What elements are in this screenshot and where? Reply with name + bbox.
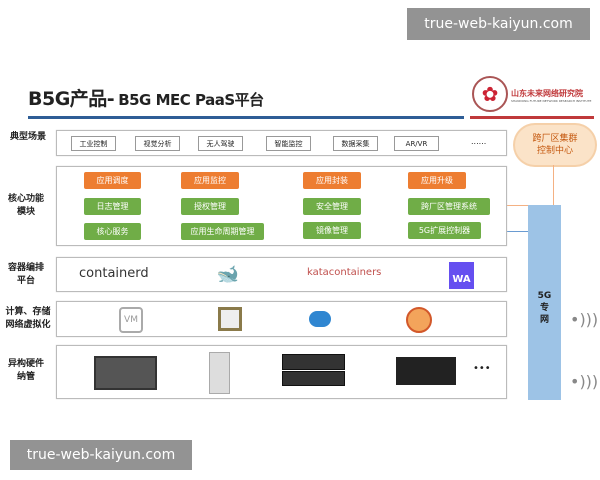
connector-line	[553, 165, 554, 206]
appliance-icon	[396, 357, 456, 385]
org-name: 山东未来网络研究院	[511, 89, 583, 98]
row-label-core: 核心功能模块	[7, 194, 44, 217]
core-modules-row: 应用调度 应用监控 应用封装 应用升级 日志管理 授权管理 安全管理 跨厂区管理…	[56, 166, 507, 246]
hardware-row: •••	[56, 345, 507, 399]
scenario-tag: 智能监控	[266, 136, 311, 151]
module-button: 应用升级	[408, 172, 466, 189]
title-main: B5G产品-	[28, 88, 115, 110]
scenarios-row: 工业控制 视觉分析 无人驾驶 智能监控 数据采集 AR/VR ......	[56, 130, 507, 156]
container-row: containerd 🐋 katacontainers WA	[56, 257, 507, 292]
scenario-tag: 数据采集	[333, 136, 378, 151]
watermark: true-web-kaiyun.com	[10, 440, 192, 470]
row-label-hw: 异构硬件纳管	[7, 359, 44, 382]
server-1u-icon	[282, 354, 345, 370]
chip-icon	[218, 307, 242, 331]
scenario-tag: 无人驾驶	[198, 136, 243, 151]
scenario-more: ......	[471, 137, 487, 146]
wireless-signal-icon: •)))	[570, 372, 599, 391]
connector-line	[489, 205, 554, 206]
module-button: 应用调度	[84, 172, 141, 189]
openstack-icon	[406, 307, 432, 333]
org-logo-icon: ✿	[472, 76, 508, 112]
containerd-logo: containerd	[79, 266, 149, 281]
row-label-scenarios: 典型场景	[9, 132, 46, 142]
tower-server-icon	[209, 352, 230, 394]
module-button: 日志管理	[84, 198, 141, 215]
page-title: B5G产品-B5G MEC PaaS平台	[28, 84, 264, 111]
scenario-tag: AR/VR	[394, 136, 439, 151]
module-button: 镜像管理	[303, 222, 361, 239]
watermark: true-web-kaiyun.com	[407, 8, 590, 40]
scenario-tag: 视觉分析	[135, 136, 180, 151]
module-button: 跨厂区管理系统	[408, 198, 490, 215]
scenario-tag: 工业控制	[71, 136, 116, 151]
webassembly-logo: WA	[449, 262, 474, 289]
row-label-virt: 计算、存储网络虚拟化	[5, 307, 51, 330]
title-sub: B5G MEC PaaS平台	[118, 91, 264, 109]
module-button: 核心服务	[84, 223, 141, 240]
blue-divider	[28, 116, 464, 119]
virtualization-row: VM	[56, 301, 507, 337]
rack-server-icon	[94, 356, 157, 390]
module-button: 授权管理	[181, 198, 239, 215]
module-button: 安全管理	[303, 198, 361, 215]
module-button: 应用生命周期管理	[181, 223, 264, 240]
5g-private-network-bar: 5G专网	[528, 205, 561, 400]
cloud-storage-icon	[309, 311, 331, 327]
module-button: 应用封装	[303, 172, 361, 189]
module-button: 应用监控	[181, 172, 239, 189]
module-button: 5G扩展控制器	[408, 222, 481, 239]
vm-icon: VM	[119, 307, 143, 333]
red-divider	[470, 116, 594, 119]
cluster-control-cloud: 跨厂区集群控制中心	[515, 125, 595, 165]
more-hardware: •••	[473, 363, 491, 374]
wireless-signal-icon: •)))	[570, 310, 599, 329]
server-1u-icon	[282, 371, 345, 386]
row-label-container: 容器编排平台	[7, 263, 44, 286]
kata-containers-logo: katacontainers	[307, 267, 382, 278]
org-name-en: SHANDONG FUTURE NETWORK RESEARCH INSTITU…	[511, 99, 592, 103]
5g-label: 5G专网	[537, 291, 552, 325]
cloud-label: 跨厂区集群控制中心	[532, 134, 578, 156]
docker-icon: 🐋	[216, 263, 240, 285]
